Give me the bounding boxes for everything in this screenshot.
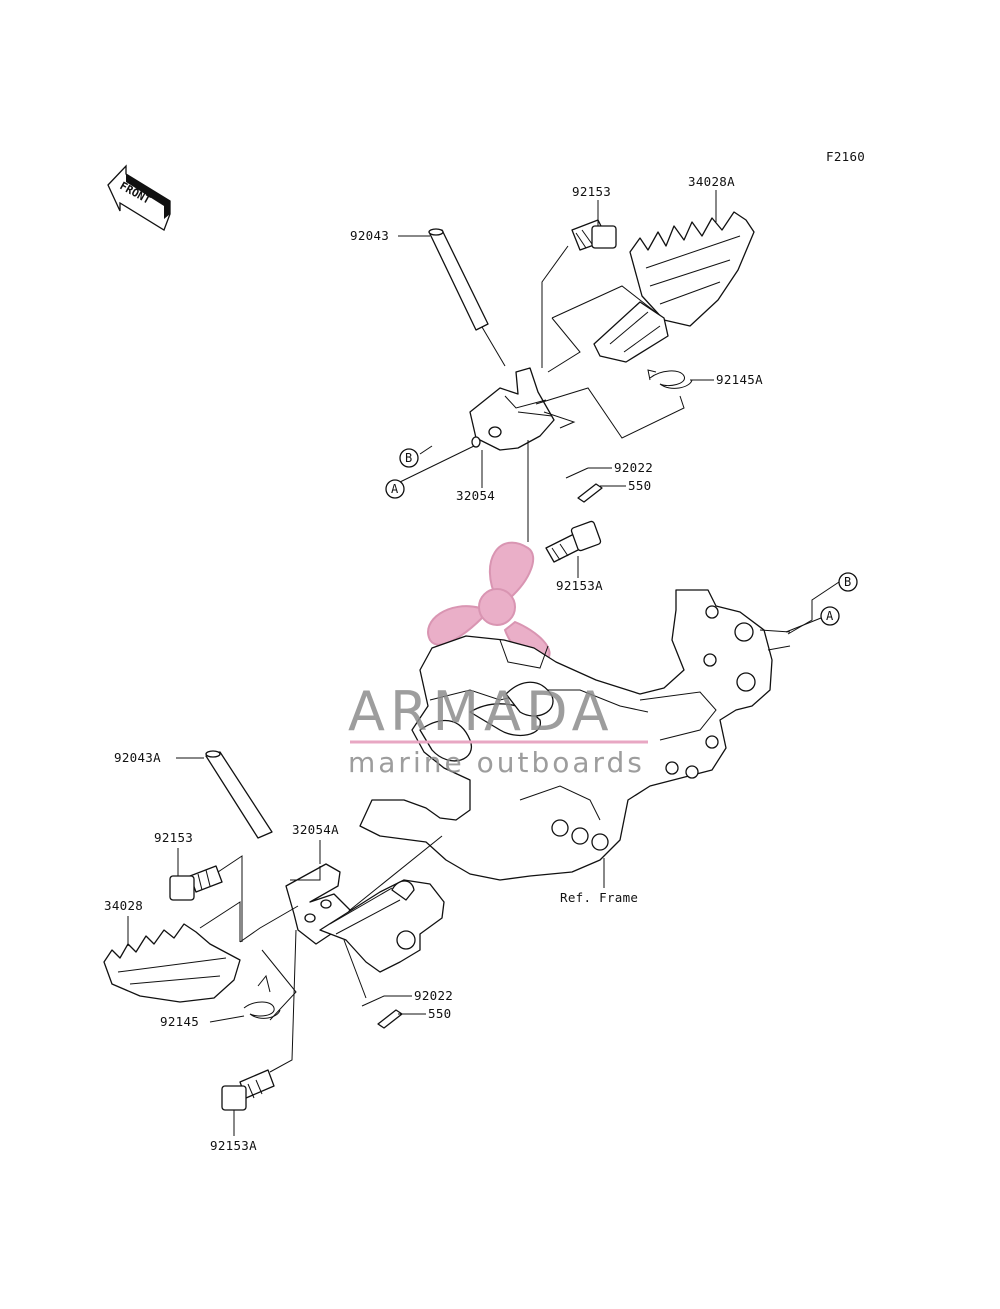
cotter-pin-top	[565, 467, 603, 503]
label-92145A: 92145A	[716, 372, 763, 387]
front-arrow-icon: FRONT	[107, 164, 171, 231]
label-92043A: 92043A	[114, 750, 161, 765]
pin-92043A	[205, 750, 273, 839]
label-550-bottom: 550	[428, 1006, 451, 1021]
label-92145: 92145	[160, 1014, 199, 1029]
frame	[359, 589, 791, 888]
label-32054A: 32054A	[292, 822, 339, 837]
bolt-92153-top	[571, 219, 617, 251]
spring-92145A	[647, 369, 693, 389]
mount-bracket	[319, 879, 445, 973]
bolt-92153A-bottom	[221, 1069, 275, 1111]
label-92022-bottom: 92022	[414, 988, 453, 1003]
callout-a-upper	[385, 479, 405, 499]
svg-text:A: A	[391, 482, 399, 496]
cotter-pin-bottom	[361, 995, 403, 1029]
label-34028A: 34028A	[688, 174, 735, 189]
label-92022-top: 92022	[614, 460, 653, 475]
watermark-title: ARMADA	[348, 680, 614, 743]
armada-logo	[427, 541, 551, 665]
watermark-subtitle: marine outboards	[348, 746, 645, 779]
label-92153-top: 92153	[572, 184, 611, 199]
footpeg-34028A	[593, 211, 755, 363]
bolt-92153-bottom	[169, 865, 223, 901]
label-92043: 92043	[350, 228, 389, 243]
label-550-top: 550	[628, 478, 651, 493]
label-92153A-top: 92153A	[556, 578, 603, 593]
svg-text:A: A	[826, 609, 834, 623]
svg-text:B: B	[844, 575, 851, 589]
upper-footpeg-assembly	[399, 211, 755, 563]
bracket-32054	[469, 367, 555, 451]
callout-b-upper	[399, 448, 419, 468]
figure-code: F2160	[826, 149, 865, 164]
label-92153A-bottom: 92153A	[210, 1138, 257, 1153]
bolt-92153A-top	[545, 520, 602, 563]
callout-a-frame	[820, 606, 840, 626]
footpeg-34028	[103, 923, 241, 1003]
lower-footpeg-assembly	[103, 750, 445, 1111]
part-labels: 92153 34028A 92043 92145A 92022 550 3205…	[104, 174, 763, 1153]
label-32054: 32054	[456, 488, 495, 503]
spring-92145	[243, 974, 281, 1019]
pin-92043	[428, 228, 506, 367]
svg-text:B: B	[405, 451, 412, 465]
callouts: B A B A	[385, 448, 858, 635]
label-ref-frame: Ref. Frame	[560, 890, 638, 905]
label-92153-bottom: 92153	[154, 830, 193, 845]
label-34028: 34028	[104, 898, 143, 913]
